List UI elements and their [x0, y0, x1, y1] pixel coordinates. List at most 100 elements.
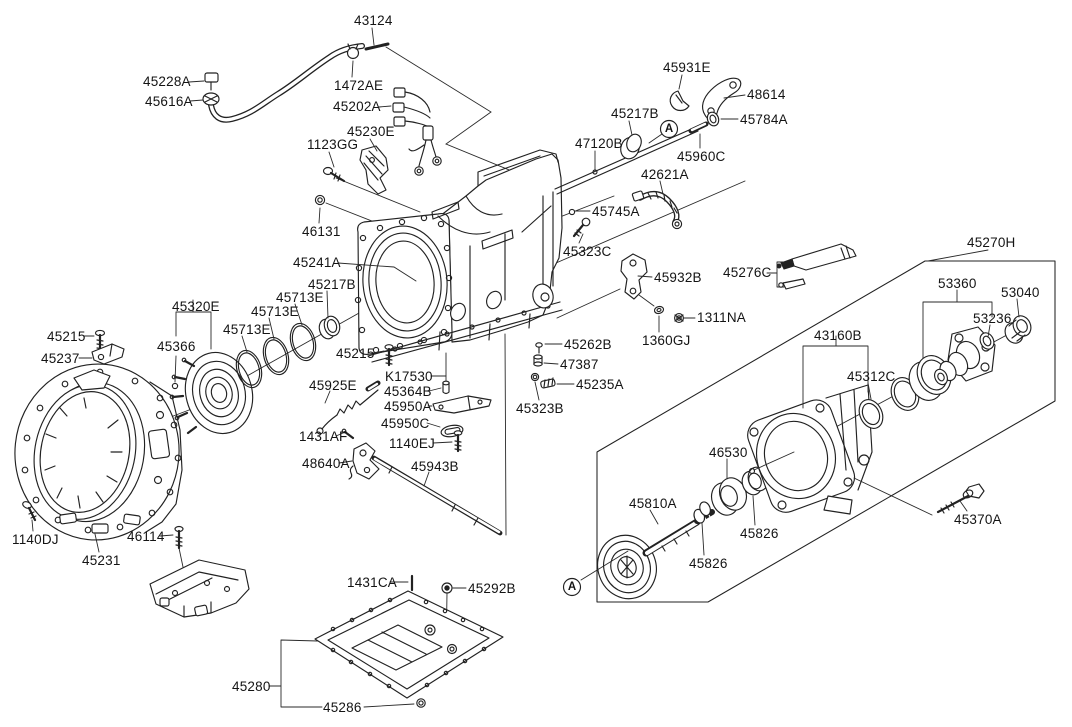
part-label-1431AF: 1431AF	[299, 429, 348, 444]
plug-45292B	[441, 582, 453, 594]
nut-1311NA	[674, 313, 684, 323]
pin-1431AF	[341, 428, 355, 440]
part-label-45217B-shaft: 45217B	[611, 106, 659, 121]
label-leaders	[31, 27, 1020, 589]
part-label-45364B: 45364B	[384, 384, 432, 399]
bolt-1140DJ	[22, 501, 37, 522]
oil-pan-45280	[314, 590, 504, 699]
part-label-45713E-3: 45713E	[223, 322, 271, 337]
part-label-45713E-2: 45713E	[251, 304, 299, 319]
part-label-43124: 43124	[354, 13, 393, 28]
part-label-45826-inner: 45826	[689, 556, 728, 571]
bracket-45950A	[432, 395, 492, 414]
part-label-53236: 53236	[973, 311, 1012, 326]
part-label-46114: 46114	[127, 529, 165, 544]
pan-bolt-holes	[330, 597, 487, 689]
rod-45925E	[316, 380, 381, 435]
bell-housing-ribs	[44, 397, 123, 509]
plug-45235A	[540, 377, 556, 389]
part-label-45241A: 45241A	[293, 255, 341, 270]
part-label-42621A: 42621A	[641, 167, 689, 182]
bracket-45932B	[620, 253, 648, 300]
section-marker-a-bottom: A	[567, 581, 577, 593]
bolt-45323C	[572, 217, 591, 238]
bolt-45215-case	[384, 344, 394, 367]
washer-45323B	[530, 372, 540, 382]
ball-45366	[171, 382, 179, 390]
part-label-45366: 45366	[157, 339, 196, 354]
part-label-45943B: 45943B	[411, 459, 459, 474]
locknut-53040	[1004, 315, 1032, 344]
part-label-45323B: 45323B	[516, 401, 564, 416]
parking-rod-45943B	[371, 455, 503, 536]
part-label-45713E-1: 45713E	[276, 290, 324, 305]
part-label-47120B: 47120B	[575, 136, 623, 151]
part-label-45231: 45231	[82, 553, 121, 568]
part-label-45616A: 45616A	[145, 94, 193, 109]
lever-48614	[702, 77, 742, 120]
part-label-45932B: 45932B	[654, 270, 702, 285]
washer-53236	[979, 332, 995, 350]
part-label-45950C: 45950C	[381, 416, 430, 431]
washer-1360GJ	[653, 305, 665, 315]
part-label-1140DJ: 1140DJ	[12, 532, 59, 547]
bushing-45217B-case	[318, 315, 341, 340]
part-label-46131: 46131	[302, 224, 341, 239]
part-label-1123GG: 1123GG	[307, 137, 359, 152]
part-label-45215-case: 45215	[336, 346, 375, 361]
part-label-45230E: 45230E	[347, 124, 395, 139]
part-label-48614: 48614	[747, 87, 786, 102]
o-ring-45713E-3	[289, 322, 317, 362]
part-label-45931E: 45931E	[663, 60, 711, 75]
bolt-45215-left	[94, 329, 106, 352]
part-label-45320E: 45320E	[172, 299, 220, 314]
pin-45364B-K17530	[442, 380, 450, 395]
valve-body-plate	[149, 559, 250, 618]
part-label-43160B: 43160B	[814, 328, 862, 343]
sleeve-45826-inner	[693, 501, 711, 524]
bolt-45370A	[853, 477, 985, 516]
part-label-53040: 53040	[1001, 285, 1040, 300]
part-label-48640A: 48640A	[302, 456, 350, 471]
hose-42621A	[631, 190, 683, 230]
hose-clamp-45616A	[202, 92, 220, 106]
nut-46131	[314, 194, 326, 206]
part-label-45215-left: 45215	[47, 329, 86, 344]
part-label-45784A: 45784A	[740, 112, 788, 127]
part-label-45370A: 45370A	[954, 512, 1002, 527]
bolt-46114	[174, 525, 184, 550]
part-label-45262B: 45262B	[564, 337, 612, 352]
extension-housing-43160B	[747, 384, 873, 515]
bell-housing-45231	[14, 363, 183, 541]
section-marker-circles	[562, 119, 679, 597]
part-label-45925E: 45925E	[309, 378, 357, 393]
breather-cap-45228A	[204, 72, 219, 91]
part-label-1472AE: 1472AE	[334, 78, 384, 93]
oil-pan-assembly	[268, 574, 504, 708]
part-label-45228A: 45228A	[143, 74, 191, 89]
part-label-1311NA: 1311NA	[697, 310, 746, 325]
ball-45745A	[568, 208, 576, 216]
section-marker-a-top: A	[664, 123, 674, 135]
clip-45931E	[669, 90, 690, 112]
plug-47387	[533, 354, 543, 367]
hose-clamp-1472AE	[346, 43, 360, 60]
part-label-45280: 45280	[232, 679, 271, 694]
bolt-1123GG	[322, 166, 346, 183]
part-label-K17530: K17530	[385, 369, 433, 384]
bracket-45230E	[359, 145, 389, 195]
sealant-tube-45276C	[769, 243, 857, 290]
o-ring-45713E-1	[235, 349, 263, 389]
grommet-45784A	[706, 111, 720, 127]
drain-plug-45286	[416, 698, 426, 708]
pawl-48640A	[348, 442, 380, 480]
part-label-45745A: 45745A	[592, 204, 640, 219]
part-label-45312C: 45312C	[847, 369, 896, 384]
part-label-47387: 47387	[560, 357, 599, 372]
part-label-45323C: 45323C	[563, 244, 612, 259]
part-label-45960C: 45960C	[677, 149, 726, 164]
part-label-45810A: 45810A	[629, 496, 677, 511]
part-label-45292B: 45292B	[468, 581, 516, 596]
part-label-45217B-case: 45217B	[308, 277, 356, 292]
